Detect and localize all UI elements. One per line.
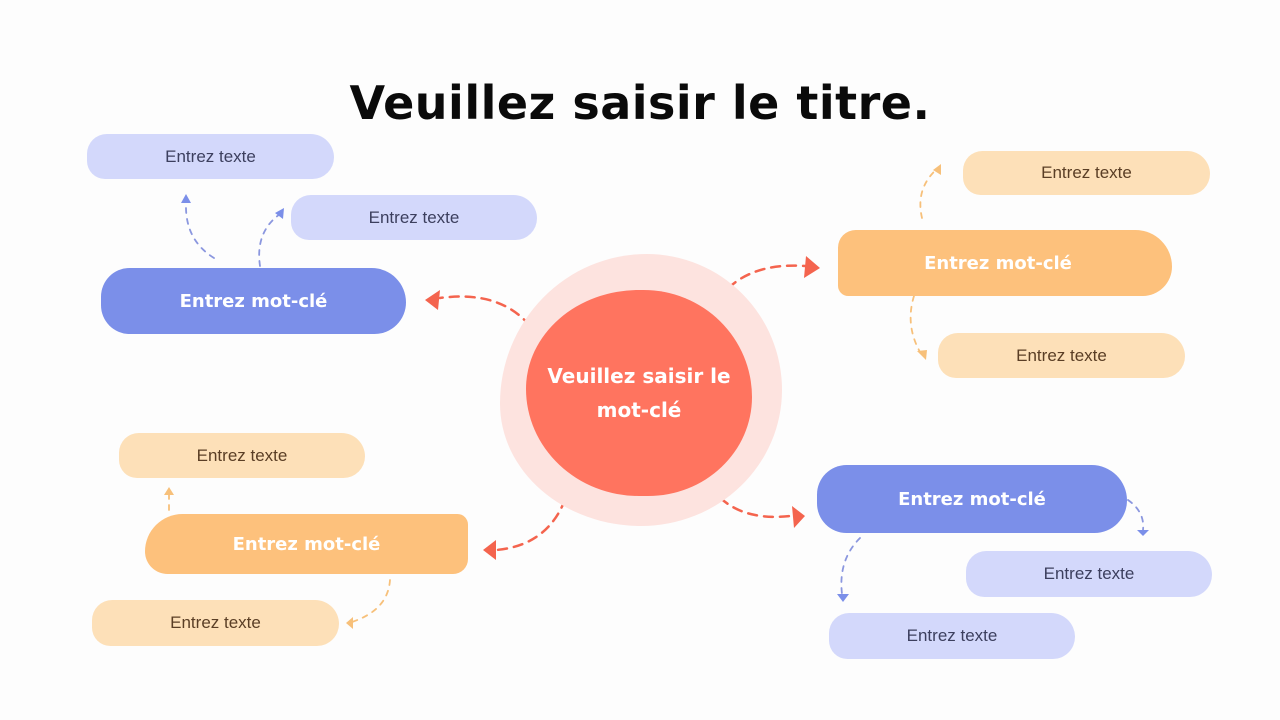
top-left-text-1[interactable]: Entrez texte <box>87 134 334 179</box>
arrow-head-icon <box>483 540 496 560</box>
arrow-head-icon <box>804 256 820 278</box>
top-left-text-2[interactable]: Entrez texte <box>291 195 537 240</box>
page-title[interactable]: Veuillez saisir le titre. <box>349 76 931 130</box>
bottom-right-keyword[interactable]: Entrez mot-clé <box>817 465 1127 533</box>
top-right-keyword[interactable]: Entrez mot-clé <box>838 230 1172 296</box>
bottom-right-text-2[interactable]: Entrez texte <box>829 613 1075 659</box>
top-right-text-1[interactable]: Entrez texte <box>963 151 1210 195</box>
center-label: Veuillez saisir le mot-clé <box>547 364 731 422</box>
bottom-right-text-1[interactable]: Entrez texte <box>966 551 1212 597</box>
top-right-text-2[interactable]: Entrez texte <box>938 333 1185 378</box>
bottom-left-text-2[interactable]: Entrez texte <box>92 600 339 646</box>
center-node[interactable]: Veuillez saisir le mot-clé <box>526 290 752 496</box>
bottom-left-text-1[interactable]: Entrez texte <box>119 433 365 478</box>
top-left-keyword[interactable]: Entrez mot-clé <box>101 268 406 334</box>
bottom-left-keyword[interactable]: Entrez mot-clé <box>145 514 468 574</box>
arrow-head-icon <box>792 506 805 528</box>
arrow-head-icon <box>425 290 440 310</box>
